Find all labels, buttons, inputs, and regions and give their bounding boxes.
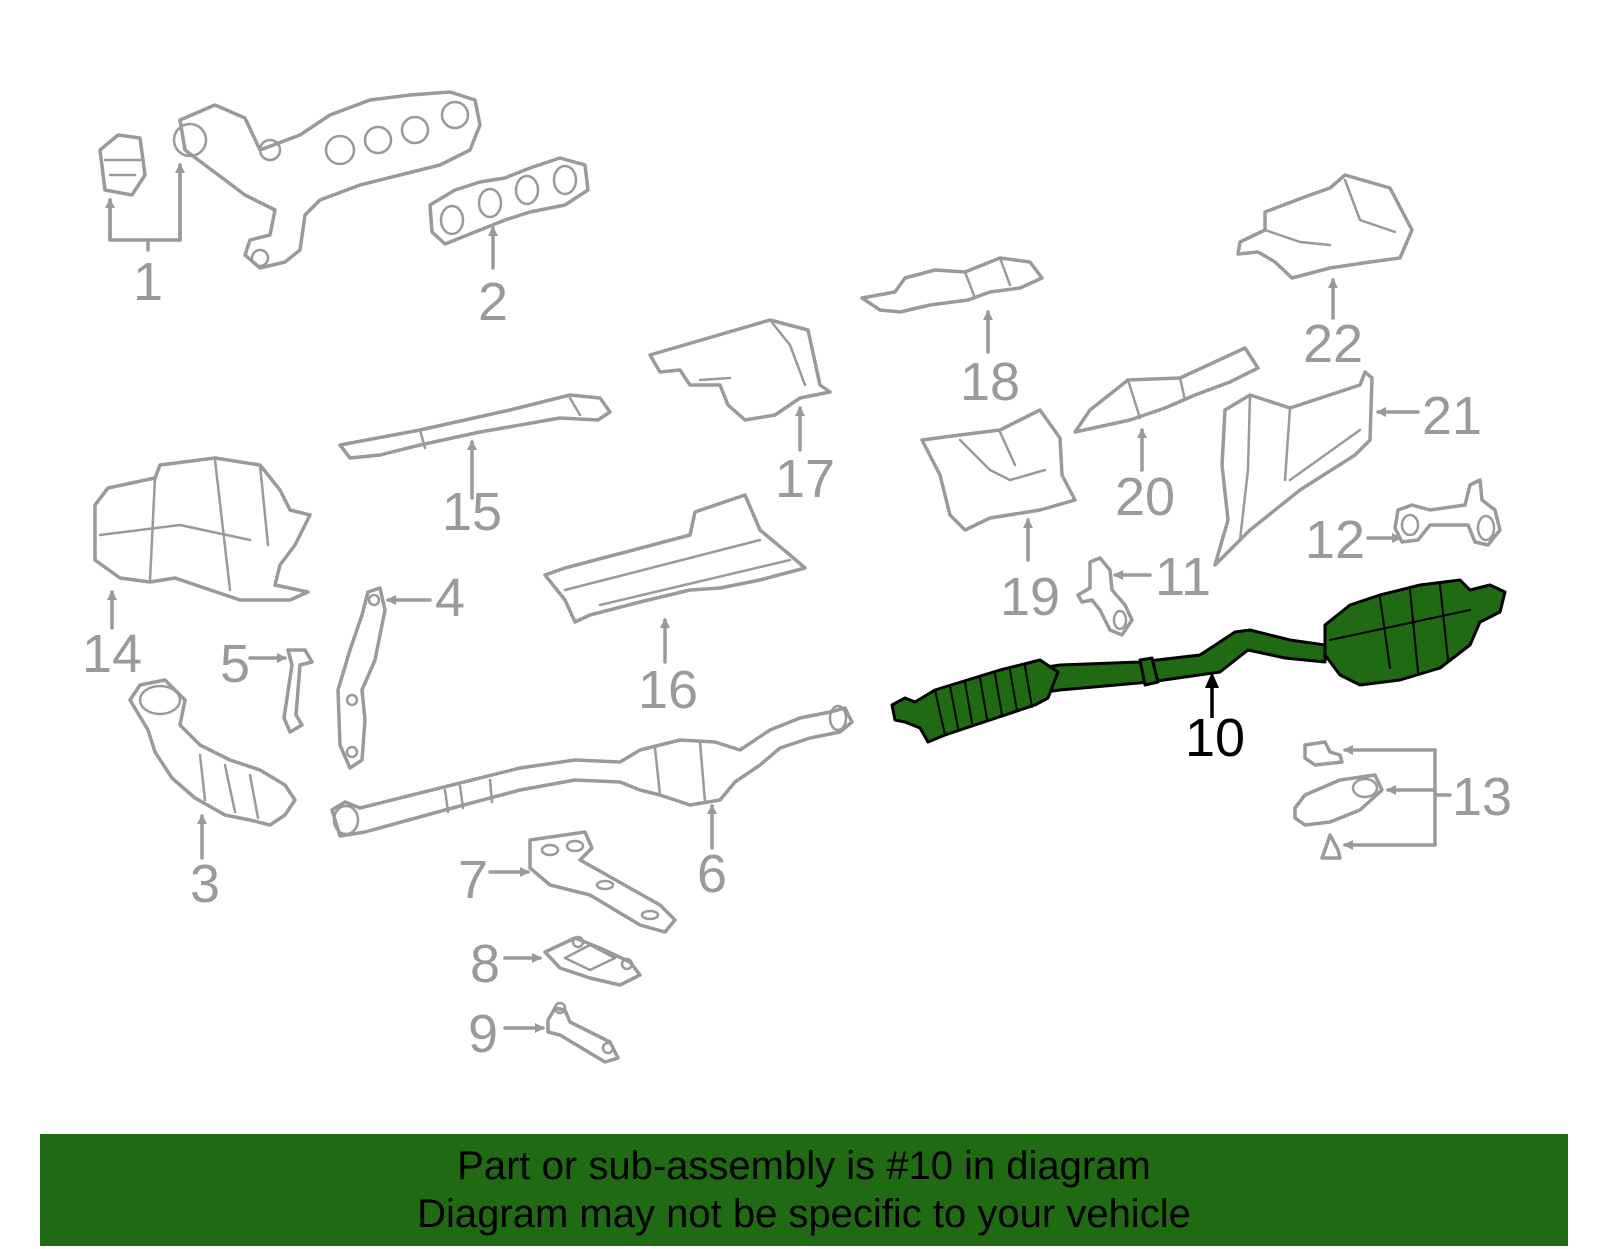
callout-20: 20 bbox=[1115, 467, 1175, 527]
part-8-mount[interactable] bbox=[543, 935, 642, 987]
part-11-hanger[interactable] bbox=[1076, 556, 1134, 637]
callout-1: 1 bbox=[133, 252, 163, 312]
part-13-tailpipe-tip-kit[interactable] bbox=[1293, 740, 1384, 860]
part-21-heat-shield[interactable] bbox=[1213, 370, 1374, 567]
callout-7: 7 bbox=[458, 850, 488, 910]
part-15-heat-shield[interactable] bbox=[338, 393, 612, 460]
part-10-muffler-assembly[interactable] bbox=[890, 578, 1507, 744]
callout-3: 3 bbox=[190, 854, 220, 914]
callout-8: 8 bbox=[470, 934, 500, 994]
part-2-manifold-gasket[interactable] bbox=[428, 156, 590, 246]
part-7-hanger-bracket[interactable] bbox=[528, 830, 677, 934]
part-18-heat-shield[interactable] bbox=[860, 256, 1044, 314]
part-5-link[interactable] bbox=[282, 648, 314, 734]
callout-5: 5 bbox=[220, 634, 250, 694]
banner-line-disclaimer: Diagram may not be specific to your vehi… bbox=[417, 1192, 1191, 1236]
callout-2: 2 bbox=[478, 272, 508, 332]
part-6-front-pipe[interactable] bbox=[330, 704, 854, 838]
part-22-heat-shield[interactable] bbox=[1236, 173, 1414, 280]
callout-4: 4 bbox=[435, 568, 465, 628]
callout-11: 11 bbox=[1155, 547, 1211, 607]
part-17-heat-shield[interactable] bbox=[648, 318, 832, 422]
part-9-mount[interactable] bbox=[546, 1001, 620, 1064]
callout-21: 21 bbox=[1422, 386, 1482, 446]
callout-19: 19 bbox=[1000, 567, 1060, 627]
part-4-bracket[interactable] bbox=[336, 586, 387, 770]
info-banner: Part or sub-assembly is #10 in diagram D… bbox=[40, 1134, 1568, 1246]
part-16-heat-shield[interactable] bbox=[543, 493, 807, 624]
callout-17: 17 bbox=[775, 449, 835, 509]
callout-12: 12 bbox=[1305, 510, 1365, 570]
callout-14: 14 bbox=[82, 624, 142, 684]
part-20-heat-shield[interactable] bbox=[1073, 346, 1260, 434]
callout-22: 22 bbox=[1303, 314, 1363, 374]
part-19-heat-shield[interactable] bbox=[920, 408, 1077, 532]
part-14-heat-shield[interactable] bbox=[93, 456, 312, 602]
part-3-catalytic-converter[interactable] bbox=[128, 678, 297, 827]
callout-6: 6 bbox=[697, 844, 727, 904]
banner-line-part: Part or sub-assembly is #10 in diagram bbox=[457, 1144, 1151, 1188]
callout-13: 13 bbox=[1452, 767, 1512, 827]
callout-9: 9 bbox=[468, 1004, 498, 1064]
callout-16: 16 bbox=[638, 660, 698, 720]
part-1-turbocharger-manifold[interactable] bbox=[98, 90, 482, 270]
callout-15: 15 bbox=[442, 482, 502, 542]
part-12-hanger[interactable] bbox=[1393, 478, 1502, 547]
callout-18: 18 bbox=[960, 352, 1020, 412]
callout-10: 10 bbox=[1185, 708, 1245, 768]
